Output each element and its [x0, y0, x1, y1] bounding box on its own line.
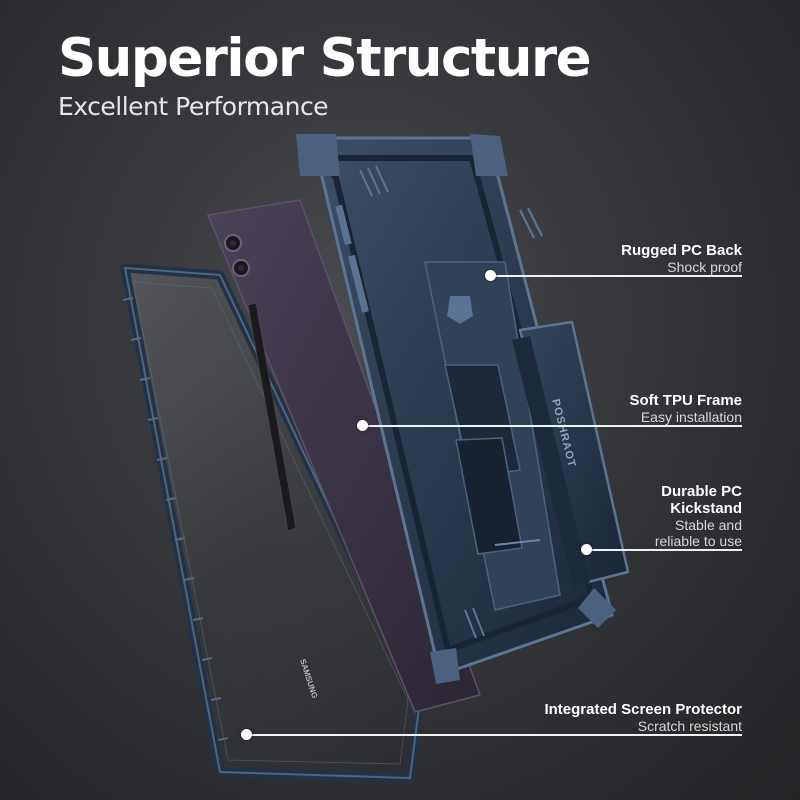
callout-durable-pc-kickstand: Durable PC Kickstand Stable and reliable… [632, 483, 742, 549]
screen-protector-frame [120, 263, 425, 783]
callout-marker [485, 270, 496, 281]
callout-line [362, 425, 742, 427]
kickstand: POSHRAOT [512, 320, 630, 588]
callout-title: Rugged PC Back [621, 242, 742, 259]
callout-title: Soft TPU Frame [629, 392, 742, 409]
callout-marker [581, 544, 592, 555]
subheadline: Excellent Performance [58, 92, 329, 121]
callout-marker [357, 420, 368, 431]
callout-subtitle: Stable and reliable to use [654, 517, 742, 549]
callout-title: Integrated Screen Protector [544, 701, 742, 718]
callout-line [586, 549, 742, 551]
rugged-back-case [296, 134, 616, 684]
callout-rugged-pc-back: Rugged PC Back Shock proof [621, 242, 742, 275]
callout-line [246, 734, 742, 736]
callout-line [490, 275, 742, 277]
callout-integrated-screen-protector: Integrated Screen Protector Scratch resi… [544, 701, 742, 734]
callout-subtitle: Shock proof [667, 259, 742, 275]
callout-subtitle: Easy installation [640, 409, 742, 425]
callout-soft-tpu-frame: Soft TPU Frame Easy installation [629, 392, 742, 425]
callout-subtitle: Scratch resistant [637, 718, 742, 734]
callout-marker [241, 729, 252, 740]
headline: Superior Structure [58, 28, 592, 89]
callout-title: Durable PC Kickstand [661, 483, 742, 517]
